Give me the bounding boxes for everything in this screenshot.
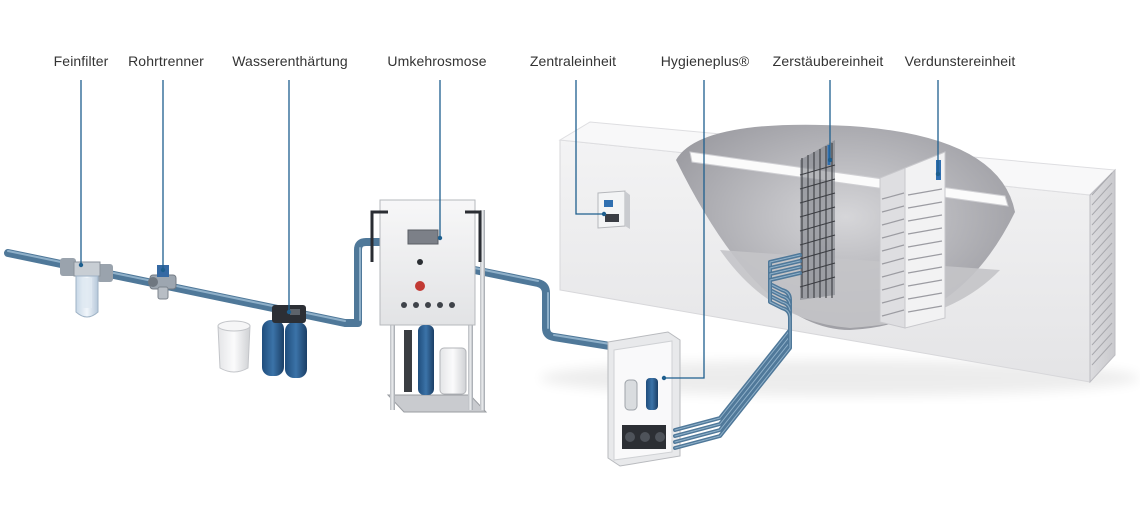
evaporator-slat bbox=[881, 296, 905, 304]
leader-lines bbox=[78, 80, 941, 381]
duct-louver-slat bbox=[1091, 312, 1113, 336]
evaporator-slat bbox=[881, 205, 905, 213]
duct-louver-slat bbox=[1091, 332, 1113, 356]
atomizer-grid-rail bbox=[799, 206, 836, 218]
atomizer-grid-rail bbox=[799, 262, 836, 274]
evaporator-slat bbox=[907, 240, 943, 248]
label-hygieneplus: Hygieneplus® bbox=[660, 53, 750, 69]
duct-louver-slat bbox=[1091, 192, 1113, 216]
duct-louver-slat bbox=[1091, 342, 1113, 366]
leader-endpoint-dot bbox=[661, 375, 667, 381]
atomizer-grid-rail bbox=[799, 248, 836, 260]
evaporator-slat bbox=[881, 270, 905, 278]
duct-louver-slat bbox=[1091, 232, 1113, 256]
atomizer-grid-rail bbox=[799, 178, 836, 190]
duct-louver-slat bbox=[1091, 172, 1113, 196]
leader-endpoint-dot bbox=[78, 262, 84, 268]
evaporator-slat bbox=[881, 309, 905, 317]
central-unit-box bbox=[597, 190, 630, 229]
evaporator-slat bbox=[907, 227, 943, 235]
leader-endpoint-dot bbox=[286, 309, 292, 315]
hygieneplus-cabinet bbox=[607, 331, 681, 467]
water-softener bbox=[217, 305, 307, 378]
duct-louver-slat bbox=[1091, 212, 1113, 236]
duct-louver-slat bbox=[1091, 252, 1113, 276]
atomizer-grid bbox=[799, 140, 836, 300]
label-rohrtrenner: Rohrtrenner bbox=[128, 53, 204, 69]
leader-line bbox=[575, 80, 604, 215]
atomizer-grid-rail bbox=[799, 164, 836, 176]
evaporator-slat bbox=[881, 257, 905, 265]
duct-louvers bbox=[1091, 172, 1113, 366]
duct-louver-slat bbox=[1091, 322, 1113, 346]
label-zerstaeubereinheit: Zerstäubereinheit bbox=[772, 53, 884, 69]
evaporator-slat bbox=[907, 201, 943, 209]
duct-louver-slat bbox=[1091, 282, 1113, 306]
duct-louver-slat bbox=[1091, 302, 1113, 326]
duct-louver-slat bbox=[1091, 242, 1113, 266]
atomizer-grid-rail bbox=[799, 192, 836, 204]
pipe-separator bbox=[148, 265, 177, 300]
atomizer-grid-rail bbox=[799, 234, 836, 246]
leader-endpoint-dot bbox=[601, 211, 607, 217]
label-feinfilter: Feinfilter bbox=[53, 53, 109, 69]
evaporator-slat bbox=[881, 283, 905, 291]
leader-endpoint-dot bbox=[437, 235, 443, 241]
evaporator-module bbox=[879, 151, 946, 329]
duct-end-face bbox=[1089, 168, 1116, 384]
duct-louver-slat bbox=[1091, 182, 1113, 206]
label-umkehrosmose: Umkehrosmose bbox=[387, 53, 487, 69]
atomizer-grid-rail bbox=[799, 220, 836, 232]
label-verdunstereinheit: Verdunstereinheit bbox=[904, 53, 1016, 69]
evaporator-slat bbox=[907, 305, 943, 313]
evaporator-slat bbox=[907, 188, 943, 196]
label-wasserenthaertung: Wasserenthärtung bbox=[232, 53, 348, 69]
evaporator-slat bbox=[881, 218, 905, 226]
evaporator-slat bbox=[881, 231, 905, 239]
label-zentraleinheit: Zentraleinheit bbox=[529, 53, 617, 69]
duct-louver-slat bbox=[1091, 202, 1113, 226]
evaporator-slat bbox=[907, 292, 943, 300]
distribution-hoses bbox=[673, 253, 802, 450]
leader-endpoint-dot bbox=[160, 267, 166, 273]
duct-louver-slat bbox=[1091, 262, 1113, 286]
evaporator-slat bbox=[881, 244, 905, 252]
evaporator-slat bbox=[907, 266, 943, 274]
atomizer-grid-rail bbox=[799, 276, 836, 288]
duct-louver-slat bbox=[1091, 272, 1113, 296]
evaporator-slat bbox=[907, 279, 943, 287]
duct-louver-slat bbox=[1091, 292, 1113, 316]
evaporator-slat bbox=[881, 192, 905, 200]
fine-filter bbox=[60, 258, 113, 318]
leader-line bbox=[664, 80, 705, 379]
reverse-osmosis-unit bbox=[370, 199, 488, 413]
leader-endpoint-dot bbox=[935, 171, 941, 177]
leader-endpoint-dot bbox=[827, 157, 833, 163]
evaporator-slat bbox=[907, 214, 943, 222]
distribution-hose-highlight bbox=[674, 272, 801, 449]
evaporator-slat bbox=[907, 253, 943, 261]
duct-shadow bbox=[540, 360, 1140, 396]
duct-louver-slat bbox=[1091, 222, 1113, 246]
